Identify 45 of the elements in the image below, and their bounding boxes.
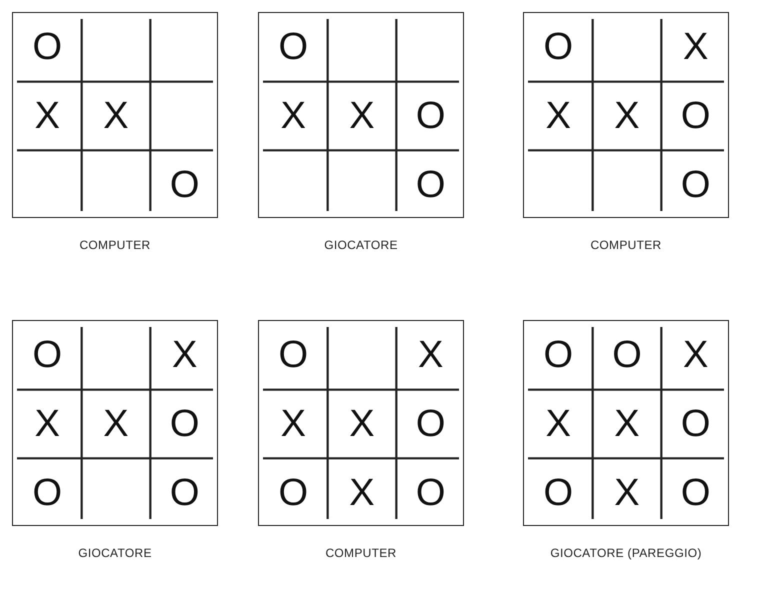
game-mark: X xyxy=(172,336,198,374)
game-mark: O xyxy=(416,474,446,512)
game-mark: O xyxy=(170,474,200,512)
game-mark: X xyxy=(280,96,306,135)
game-mark: X xyxy=(682,336,708,374)
board-caption: COMPUTER xyxy=(324,545,398,562)
game-mark: X xyxy=(546,96,571,135)
game-mark: O xyxy=(278,28,308,66)
game-mark: O xyxy=(544,474,574,512)
game-mark: X xyxy=(34,96,60,135)
game-mark: X xyxy=(614,404,640,443)
game-mark: O xyxy=(416,404,446,443)
game-mark: X xyxy=(103,404,129,443)
board-caption: COMPUTER xyxy=(589,237,663,254)
game-mark: O xyxy=(680,166,710,204)
game-mark: O xyxy=(416,166,446,204)
game-mark: X xyxy=(280,404,306,443)
game-mark: O xyxy=(32,336,62,374)
game-mark: X xyxy=(34,404,60,443)
game-mark: O xyxy=(544,28,574,66)
game-mark: O xyxy=(278,474,308,512)
game-mark: X xyxy=(349,96,375,135)
game-mark: O xyxy=(680,404,710,443)
game-mark: O xyxy=(170,404,200,443)
game-mark: X xyxy=(103,96,129,135)
game-mark: X xyxy=(418,336,444,374)
board-caption: COMPUTER xyxy=(78,237,152,254)
game-mark: X xyxy=(682,28,708,66)
game-mark: X xyxy=(349,404,375,443)
game-mark: X xyxy=(614,96,640,135)
game-mark: X xyxy=(614,474,640,512)
board-caption: GIOCATORE xyxy=(77,545,153,562)
board-caption: GIOCATORE xyxy=(323,237,399,254)
board-caption: GIOCATORE (PAREGGIO) xyxy=(549,545,703,562)
game-mark: O xyxy=(680,96,710,135)
game-mark: O xyxy=(680,474,710,512)
game-mark: O xyxy=(32,28,62,66)
game-mark: X xyxy=(349,474,375,512)
game-mark: O xyxy=(170,166,200,204)
game-mark: O xyxy=(612,336,642,374)
game-mark: O xyxy=(32,474,62,512)
game-mark: O xyxy=(416,96,446,135)
game-mark: O xyxy=(544,336,574,374)
game-mark: X xyxy=(546,404,571,443)
game-mark: O xyxy=(278,336,308,374)
